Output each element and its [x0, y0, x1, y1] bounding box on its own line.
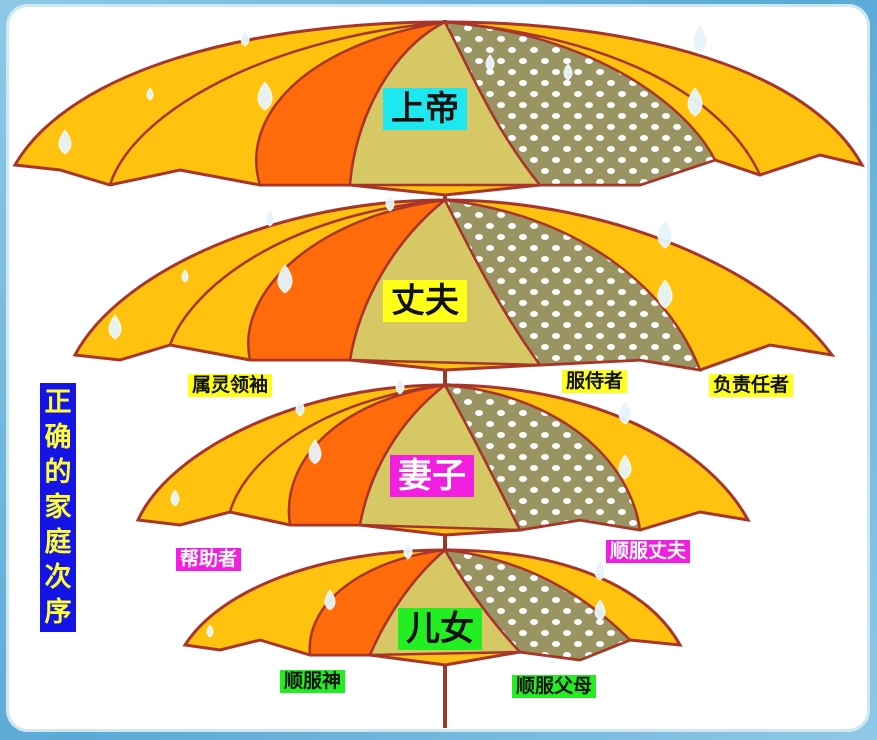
title-char: 序 — [44, 597, 72, 628]
label-children: 儿女 — [398, 608, 482, 650]
label-wife: 妻子 — [390, 455, 474, 497]
raindrops-decoration — [58, 24, 708, 638]
title-char: 正 — [44, 387, 72, 418]
umbrella-husband — [72, 198, 836, 372]
role-husband-spiritual-leader: 属灵领袖 — [188, 374, 273, 397]
role-husband-responsible: 负责任者 — [709, 374, 794, 397]
title-char: 庭 — [44, 527, 72, 558]
role-wife-submit-husband: 顺服丈夫 — [606, 540, 691, 563]
role-husband-servant: 服侍者 — [562, 370, 628, 393]
role-wife-helper: 帮助者 — [176, 548, 242, 571]
family-order-title: 正 确 的 家 庭 次 序 — [40, 383, 76, 632]
title-char: 的 — [44, 457, 72, 488]
title-char: 确 — [44, 422, 72, 453]
label-god: 上帝 — [383, 88, 467, 130]
role-children-obey-god: 顺服神 — [280, 670, 346, 693]
label-husband: 丈夫 — [383, 280, 467, 322]
title-char: 家 — [44, 492, 72, 523]
title-char: 次 — [44, 562, 72, 593]
role-children-obey-parents: 顺服父母 — [512, 675, 597, 698]
